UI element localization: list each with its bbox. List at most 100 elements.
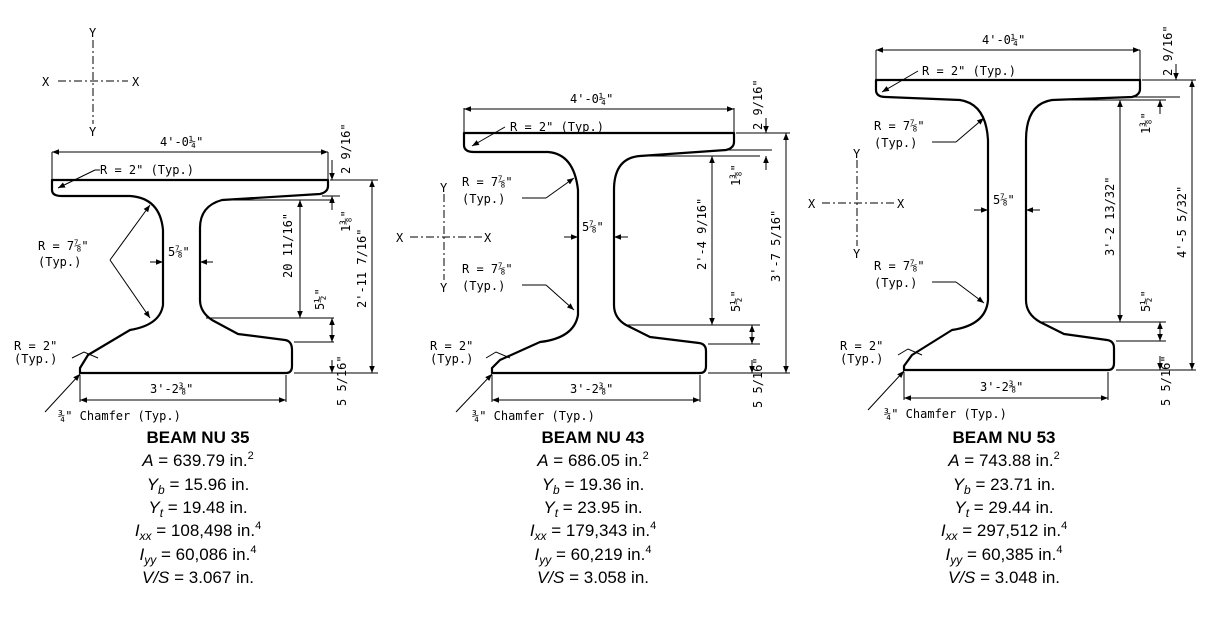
svg-text:5 5/16": 5 5/16" [335,355,349,406]
beam-outline [462,131,736,375]
dim-top-width: 4'-0¼" [51,135,329,180]
svg-text:5 5/16": 5 5/16" [1159,355,1173,406]
svg-text:2 9/16": 2 9/16" [751,79,765,130]
svg-text:R = 2": R = 2" [840,339,883,353]
svg-text:(Typ.): (Typ.) [462,279,505,293]
svg-text:R = 7⅞": R = 7⅞" [38,239,89,253]
prop-yt: Yt = 23.95 in. [543,498,642,520]
svg-text:R = 2": R = 2" [14,339,57,353]
beam-outline [874,78,1142,372]
beam-nu35: X X Y Y 4'-0¼" R = 2" (Typ.) R = 7⅞" (Ty… [14,26,378,587]
svg-text:X: X [396,231,404,245]
svg-text:5½": 5½" [729,290,743,312]
svg-text:Y: Y [89,26,97,40]
dim-web: 5⅞" [974,193,1040,213]
note-r2-bottom: R = 2" (Typ.) [430,339,511,366]
prop-iyy: Iyy = 60,086 in.4 [140,544,257,567]
svg-text:Y: Y [440,181,448,195]
note-chamfer: ¾" Chamfer (Typ.) [455,373,595,423]
svg-text:Y: Y [853,147,861,161]
svg-text:Y: Y [853,247,861,261]
prop-ixx: Ixx = 179,343 in.4 [530,520,656,543]
section-properties: BEAM NU 53 A = 743.88 in.2 Yb = 23.71 in… [941,428,1067,587]
axis-symbol: X X Y Y [396,181,492,295]
note-r2-top: R = 2" (Typ.) [57,163,194,189]
note-chamfer: ¾" Chamfer (Typ.) [867,370,1007,421]
svg-text:2 9/16": 2 9/16" [339,123,353,174]
prop-iyy: Iyy = 60,219 in.4 [535,544,652,567]
svg-text:5⅞": 5⅞" [993,193,1015,207]
prop-iyy: Iyy = 60,385 in.4 [946,544,1063,567]
prop-yb: Yb = 15.96 in. [147,475,250,497]
svg-text:3'-2⅜": 3'-2⅜" [150,382,193,396]
svg-text:R = 2" (Typ.): R = 2" (Typ.) [922,64,1016,78]
svg-text:1⅜": 1⅜" [729,164,743,186]
prop-area: A = 743.88 in.2 [947,450,1060,470]
svg-text:¾" Chamfer (Typ.): ¾" Chamfer (Typ.) [58,409,181,423]
prop-yb: Yb = 19.36 in. [542,475,645,497]
prop-yt: Yt = 19.48 in. [148,498,247,520]
svg-text:¾" Chamfer (Typ.): ¾" Chamfer (Typ.) [472,409,595,423]
dim-top-width: 4'-0¼" [875,33,1141,80]
svg-text:20 11/16": 20 11/16" [281,213,295,278]
svg-text:(Typ.): (Typ.) [38,255,81,269]
prop-vs: V/S = 3.067 in. [142,568,254,587]
svg-text:(Typ.): (Typ.) [874,276,917,290]
prop-vs: V/S = 3.048 in. [948,568,1060,587]
section-properties: BEAM NU 43 A = 686.05 in.2 Yb = 19.36 in… [530,428,656,587]
svg-text:Y: Y [89,125,97,139]
svg-text:3'-2⅜": 3'-2⅜" [980,380,1023,394]
dim-bottom-width: 3'-2⅜" [903,372,1109,401]
svg-text:(Typ.): (Typ.) [14,352,57,366]
svg-text:4'-0¼": 4'-0¼" [570,92,613,106]
svg-text:5½": 5½" [313,288,327,310]
dim-verticals: 2 9/16" 1⅜" 3'-2 13/32" 5½" 5 5/16" 4'-5… [1040,25,1196,406]
svg-text:3'-7 5/16": 3'-7 5/16" [769,210,783,282]
note-r2-bottom: R = 2" (Typ.) [14,339,99,366]
prop-vs: V/S = 3.058 in. [537,568,649,587]
svg-text:Y: Y [440,281,448,295]
svg-text:2'-11 7/16": 2'-11 7/16" [355,229,369,308]
dim-verticals: 2 9/16" 1⅜" 2'-4 9/16" 5½" 5 5/16" 3'-7 … [626,79,790,408]
svg-text:X: X [132,75,140,89]
svg-text:3'-2 13/32": 3'-2 13/32" [1103,177,1117,256]
svg-text:1⅜": 1⅜" [339,210,353,232]
axis-symbol: X X Y Y [808,147,905,261]
note-r2-bottom: R = 2" (Typ.) [840,339,923,366]
svg-text:5 5/16": 5 5/16" [751,357,765,408]
svg-text:¾" Chamfer (Typ.): ¾" Chamfer (Typ.) [884,407,1007,421]
dim-bottom-width: 3'-2⅜" [79,375,287,403]
note-fillet: R = 7⅞" (Typ.) [38,204,151,319]
svg-text:2 9/16": 2 9/16" [1161,25,1175,76]
axis-symbol: X X Y Y [42,26,140,139]
beam-title: BEAM NU 43 [542,428,645,447]
svg-text:5⅞": 5⅞" [582,220,604,234]
note-chamfer: ¾" Chamfer (Typ.) [44,373,181,423]
svg-text:R = 7⅞": R = 7⅞" [462,262,513,276]
beam-title: BEAM NU 35 [147,428,250,447]
dim-top-width: 4'-0¼" [463,92,735,133]
note-fillet-lower: R = 7⅞" (Typ.) [874,259,985,304]
note-fillet-upper: R = 7⅞" (Typ.) [462,175,575,206]
svg-text:(Typ.): (Typ.) [874,136,917,150]
prop-area: A = 686.05 in.2 [536,450,649,470]
svg-text:R = 7⅞": R = 7⅞" [462,175,513,189]
note-fillet-lower: R = 7⅞" (Typ.) [462,262,575,311]
svg-text:4'-5 5/32": 4'-5 5/32" [1175,186,1189,258]
svg-text:4'-0¼": 4'-0¼" [160,135,203,149]
svg-text:3'-2⅜": 3'-2⅜" [570,382,613,396]
svg-text:(Typ.): (Typ.) [462,192,505,206]
beam-title: BEAM NU 53 [953,428,1056,447]
dim-verticals: 2 9/16" 1⅜" 20 11/16" 5½" 5 5/16" 2'-11 … [206,123,378,406]
section-properties: BEAM NU 35 A = 639.79 in.2 Yb = 15.96 in… [135,428,261,587]
svg-text:2'-4 9/16": 2'-4 9/16" [695,198,709,270]
svg-text:R = 2": R = 2" [430,339,473,353]
svg-text:R = 7⅞": R = 7⅞" [874,259,925,273]
note-r2-top: R = 2" (Typ.) [471,120,604,147]
svg-text:1⅜": 1⅜" [1139,112,1153,134]
svg-text:X: X [42,75,50,89]
svg-text:R = 2" (Typ.): R = 2" (Typ.) [510,120,604,134]
prop-ixx: Ixx = 297,512 in.4 [941,520,1067,543]
prop-yt: Yt = 29.44 in. [954,498,1053,520]
